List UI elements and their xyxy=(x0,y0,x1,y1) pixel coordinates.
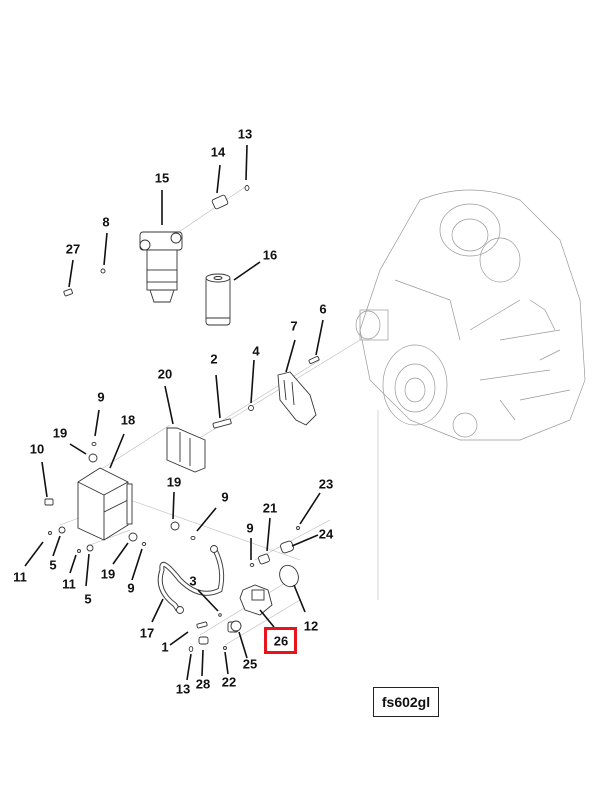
callout-8[interactable]: 8 xyxy=(102,214,110,230)
part-washer-4 xyxy=(248,405,254,411)
callout-13[interactable]: 13 xyxy=(237,126,253,142)
callout-10[interactable]: 10 xyxy=(29,441,45,457)
part-fitting-28 xyxy=(198,636,209,645)
callout-7[interactable]: 7 xyxy=(290,318,298,334)
callout-2[interactable]: 2 xyxy=(210,351,218,367)
part-fitting-19-low xyxy=(128,532,138,542)
callout-12[interactable]: 12 xyxy=(303,618,319,634)
part-pump-26 xyxy=(239,584,273,616)
leader-lines xyxy=(24,144,324,681)
callout-9[interactable]: 9 xyxy=(97,389,105,405)
part-oring-9-top xyxy=(91,441,97,447)
callout-1[interactable]: 1 xyxy=(161,639,169,655)
part-clip-5-b xyxy=(86,544,94,552)
part-oring-9-low xyxy=(141,542,147,546)
callout-25[interactable]: 25 xyxy=(242,656,258,672)
callout-13[interactable]: 13 xyxy=(175,681,191,697)
callout-27[interactable]: 27 xyxy=(65,241,81,257)
callout-16[interactable]: 16 xyxy=(262,247,278,263)
reference-code-box: fs602gl xyxy=(373,687,439,717)
callout-15[interactable]: 15 xyxy=(154,170,170,186)
callout-5[interactable]: 5 xyxy=(84,591,92,607)
callout-9[interactable]: 9 xyxy=(127,580,135,596)
callout-9[interactable]: 9 xyxy=(246,520,254,536)
callout-3[interactable]: 3 xyxy=(189,573,197,589)
callout-5[interactable]: 5 xyxy=(49,557,57,573)
callout-17[interactable]: 17 xyxy=(139,625,155,641)
highlight-box xyxy=(264,627,297,654)
callout-9[interactable]: 9 xyxy=(221,489,229,505)
part-hose-17 xyxy=(157,545,225,614)
part-oring-9-right xyxy=(249,563,255,567)
callout-28[interactable]: 28 xyxy=(195,676,211,692)
callout-22[interactable]: 22 xyxy=(221,674,237,690)
callout-21[interactable]: 21 xyxy=(262,500,278,516)
part-oring-13-bottom xyxy=(188,646,194,652)
part-bracket-7 xyxy=(277,371,317,426)
callout-23[interactable]: 23 xyxy=(318,476,334,492)
part-sensor-24 xyxy=(280,540,294,554)
part-plug-23 xyxy=(296,526,300,530)
callout-24[interactable]: 24 xyxy=(318,526,334,542)
part-screw-27 xyxy=(63,288,73,297)
part-fitting-21 xyxy=(258,553,270,565)
part-fitting-19-mid xyxy=(170,521,180,531)
part-plate-20 xyxy=(166,427,206,473)
part-nut-11-a xyxy=(48,531,52,535)
part-oring-13-top xyxy=(244,185,250,191)
callout-11[interactable]: 11 xyxy=(62,576,76,592)
part-filter-head-15 xyxy=(139,231,183,303)
engine-assembly xyxy=(355,189,586,600)
part-fitting-19-top xyxy=(88,453,98,463)
callout-19[interactable]: 19 xyxy=(166,474,182,490)
part-screw-10 xyxy=(44,498,54,506)
callout-20[interactable]: 20 xyxy=(157,366,173,382)
part-plug-8 xyxy=(100,268,106,274)
part-adapter-25 xyxy=(227,620,242,633)
part-fitting-14 xyxy=(211,194,229,210)
callout-11[interactable]: 11 xyxy=(13,569,27,585)
callout-4[interactable]: 4 xyxy=(252,343,260,359)
callout-19[interactable]: 19 xyxy=(52,425,68,441)
part-nut-11-b xyxy=(77,549,81,553)
part-screw-22 xyxy=(223,646,227,650)
part-fitting-1 xyxy=(196,621,208,629)
part-tank-18 xyxy=(77,467,133,541)
part-bolt-2 xyxy=(212,418,232,429)
callout-26[interactable]: 26 xyxy=(273,633,289,649)
callout-6[interactable]: 6 xyxy=(319,301,327,317)
part-clip-5-a xyxy=(58,526,66,534)
callout-14[interactable]: 14 xyxy=(210,144,226,160)
part-gasket-12 xyxy=(279,564,299,588)
part-stud-6 xyxy=(308,355,320,365)
part-filter-element-16 xyxy=(205,273,231,326)
callout-19[interactable]: 19 xyxy=(100,566,116,582)
part-screw-3 xyxy=(218,613,222,617)
part-oring-9-mid xyxy=(190,535,196,541)
callout-18[interactable]: 18 xyxy=(120,412,136,428)
